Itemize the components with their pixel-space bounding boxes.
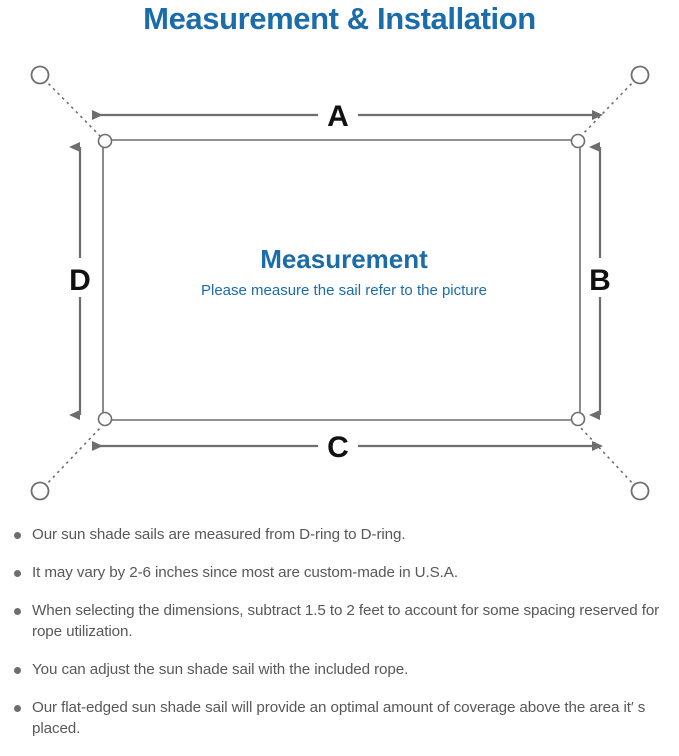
rope-top-left <box>43 78 102 138</box>
rope-lines <box>43 78 637 488</box>
d-ring-top-left <box>97 133 113 149</box>
page-title: Measurement & Installation <box>143 1 536 36</box>
dimension-label-c: C <box>327 431 349 464</box>
mounting-points <box>30 65 650 501</box>
mounting-point-top-left <box>30 65 50 85</box>
list-item: Our flat-edged sun shade sail will provi… <box>12 697 665 739</box>
list-item: When selecting the dimensions, subtract … <box>12 600 665 642</box>
note-text: It may vary by 2-6 inches since most are… <box>32 564 458 581</box>
dimension-label-a: A <box>327 100 349 133</box>
d-ring-top-right <box>570 133 586 149</box>
mounting-point-bottom-left <box>30 481 50 501</box>
list-item: It may vary by 2-6 inches since most are… <box>12 562 665 583</box>
notes-list: Our sun shade sails are measured from D-… <box>0 524 679 756</box>
sail-center-title: Measurement <box>260 244 428 274</box>
mounting-point-top-right <box>630 65 650 85</box>
list-item: Our sun shade sails are measured from D-… <box>12 524 665 545</box>
note-text: Our flat-edged sun shade sail will provi… <box>32 699 646 737</box>
list-item: You can adjust the sun shade sail with t… <box>12 659 665 680</box>
bullet-icon <box>14 667 21 674</box>
d-rings <box>97 133 586 427</box>
dimension-label-d: D <box>69 264 91 297</box>
d-ring-bottom-left <box>97 411 113 427</box>
bullet-icon <box>14 570 21 577</box>
mounting-point-bottom-right <box>630 481 650 501</box>
rope-top-right <box>579 78 637 138</box>
sail-center-subtitle: Please measure the sail refer to the pic… <box>201 282 487 299</box>
note-text: You can adjust the sun shade sail with t… <box>32 661 409 678</box>
rope-bottom-left <box>43 426 102 488</box>
shade-sail-measurement-diagram: A C D B Measurement Please measure the s… <box>0 46 679 516</box>
note-text: Our sun shade sails are measured from D-… <box>32 526 406 543</box>
dimension-label-b: B <box>589 264 611 297</box>
note-text: When selecting the dimensions, subtract … <box>32 602 660 640</box>
sail-body <box>102 139 581 421</box>
rope-bottom-right <box>579 426 637 488</box>
d-ring-bottom-right <box>570 411 586 427</box>
bullet-icon <box>14 532 21 539</box>
bullet-icon <box>14 705 21 712</box>
bullet-icon <box>14 608 21 615</box>
